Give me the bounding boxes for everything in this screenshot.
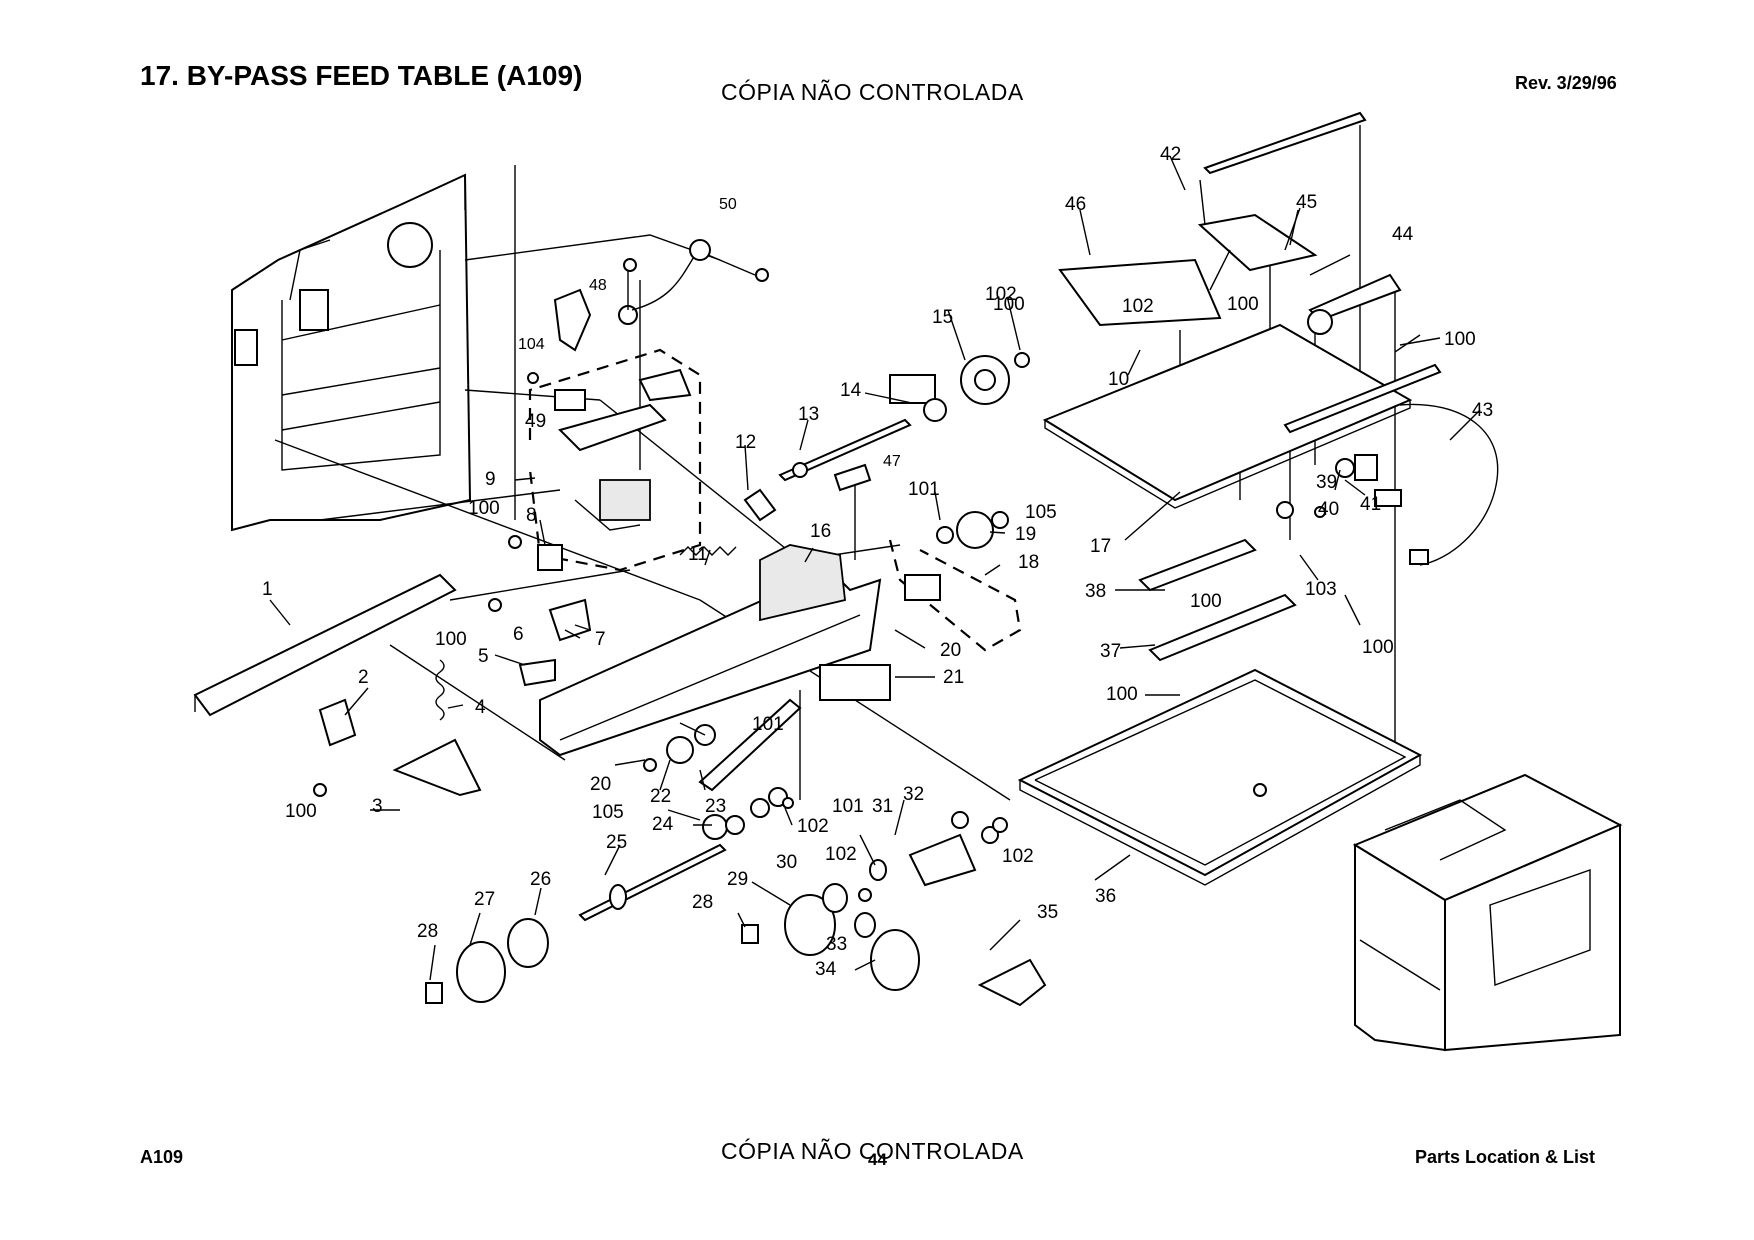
- callout-102e: 102: [1122, 296, 1154, 317]
- callout-42: 42: [1160, 144, 1181, 165]
- callout-100e: 100: [1444, 329, 1476, 350]
- callout-29: 29: [727, 869, 748, 890]
- callout-15: 15: [932, 307, 953, 328]
- callout-23: 23: [705, 796, 726, 817]
- callout-38: 38: [1085, 581, 1106, 602]
- callout-100g: 100: [1362, 637, 1394, 658]
- callout-14: 14: [840, 380, 862, 401]
- callout-37: 37: [1100, 641, 1121, 662]
- copier-frame: [231, 165, 516, 532]
- callout-102d: 102: [1002, 846, 1034, 867]
- callout-50: 50: [719, 196, 737, 213]
- callout-8: 8: [526, 505, 537, 526]
- callout-105a: 105: [1025, 502, 1057, 523]
- callout-19: 19: [1015, 524, 1036, 545]
- callout-47: 47: [883, 453, 901, 470]
- callout-28a: 28: [417, 921, 438, 942]
- callout-100i: 100: [993, 294, 1025, 315]
- callout-100c: 100: [285, 801, 317, 822]
- callout-10: 10: [1108, 369, 1129, 390]
- page-number: 44: [868, 1150, 887, 1169]
- callout-4: 4: [475, 697, 486, 718]
- callout-32: 32: [903, 784, 924, 805]
- callout-101b: 101: [752, 714, 784, 735]
- callout-101a: 101: [908, 479, 940, 500]
- callout-45: 45: [1296, 192, 1317, 213]
- callout-2: 2: [358, 667, 369, 688]
- callout-100h: 100: [1106, 684, 1138, 705]
- callout-101c: 101: [832, 796, 864, 817]
- assembly-lines: [274, 125, 1396, 801]
- callout-9: 9: [485, 469, 496, 490]
- callout-24: 24: [652, 814, 674, 835]
- callout-46: 46: [1065, 194, 1086, 215]
- callout-28b: 28: [692, 892, 713, 913]
- upper-shaft: [743, 352, 1030, 652]
- callout-6: 6: [513, 624, 524, 645]
- callout-34: 34: [815, 959, 837, 980]
- callout-27: 27: [474, 889, 495, 910]
- callout-31: 31: [872, 796, 893, 817]
- callout-leaders: [269, 155, 1481, 981]
- callout-3: 3: [372, 796, 383, 817]
- uncontrolled-copy-stamp: CÓPIA NÃO CONTROLADA: [721, 79, 1024, 105]
- callout-100d: 100: [1227, 294, 1259, 315]
- left-assembly: [193, 535, 891, 797]
- callout-102c: 102: [825, 844, 857, 865]
- callout-36: 36: [1095, 886, 1116, 907]
- callout-105b: 105: [592, 802, 624, 823]
- callout-13: 13: [798, 404, 819, 425]
- callout-16: 16: [810, 521, 831, 542]
- callout-5: 5: [478, 646, 489, 667]
- callout-30: 30: [776, 852, 797, 873]
- callout-49: 49: [525, 411, 546, 432]
- callout-35: 35: [1037, 902, 1058, 923]
- callout-103: 103: [1305, 579, 1337, 600]
- callout-labels: 1 2 3 4 5 6 7 8 9 10 11 12 13 14 15 16 1…: [262, 144, 1493, 980]
- page-title: 17. BY-PASS FEED TABLE (A109): [140, 60, 583, 91]
- callout-100b: 100: [435, 629, 467, 650]
- callout-100a: 100: [468, 498, 500, 519]
- callout-25: 25: [606, 832, 627, 853]
- callout-18: 18: [1018, 552, 1039, 573]
- copier-overview: [1352, 773, 1623, 1052]
- callout-20b: 20: [590, 774, 611, 795]
- callout-102b: 102: [797, 816, 829, 837]
- model-code: A109: [140, 1147, 184, 1167]
- callout-48: 48: [589, 277, 607, 294]
- callout-43: 43: [1472, 400, 1493, 421]
- callout-7: 7: [595, 629, 606, 650]
- callout-102a: 102: [985, 284, 1017, 305]
- by-pass-table-top: [1017, 111, 1499, 886]
- callout-100f: 100: [1190, 591, 1222, 612]
- callout-1: 1: [262, 579, 273, 600]
- callout-39: 39: [1316, 472, 1337, 493]
- solenoid-assembly: [527, 239, 769, 572]
- callout-40: 40: [1318, 499, 1339, 520]
- callout-21: 21: [943, 667, 964, 688]
- callout-17: 17: [1090, 536, 1111, 557]
- section-label: Parts Location & List: [1415, 1147, 1596, 1167]
- callout-22: 22: [650, 786, 671, 807]
- callout-33: 33: [826, 934, 847, 955]
- callout-20a: 20: [940, 640, 961, 661]
- callout-26: 26: [530, 869, 551, 890]
- callout-104: 104: [518, 336, 545, 353]
- callout-41: 41: [1360, 494, 1381, 515]
- callout-44: 44: [1392, 224, 1414, 245]
- roller-group: [425, 724, 1047, 1007]
- revision-label: Rev. 3/29/96: [1515, 73, 1617, 93]
- callout-12: 12: [735, 432, 756, 453]
- callout-11: 11: [688, 544, 708, 565]
- uncontrolled-copy-stamp-footer: CÓPIA NÃO CONTROLADA: [721, 1138, 1024, 1164]
